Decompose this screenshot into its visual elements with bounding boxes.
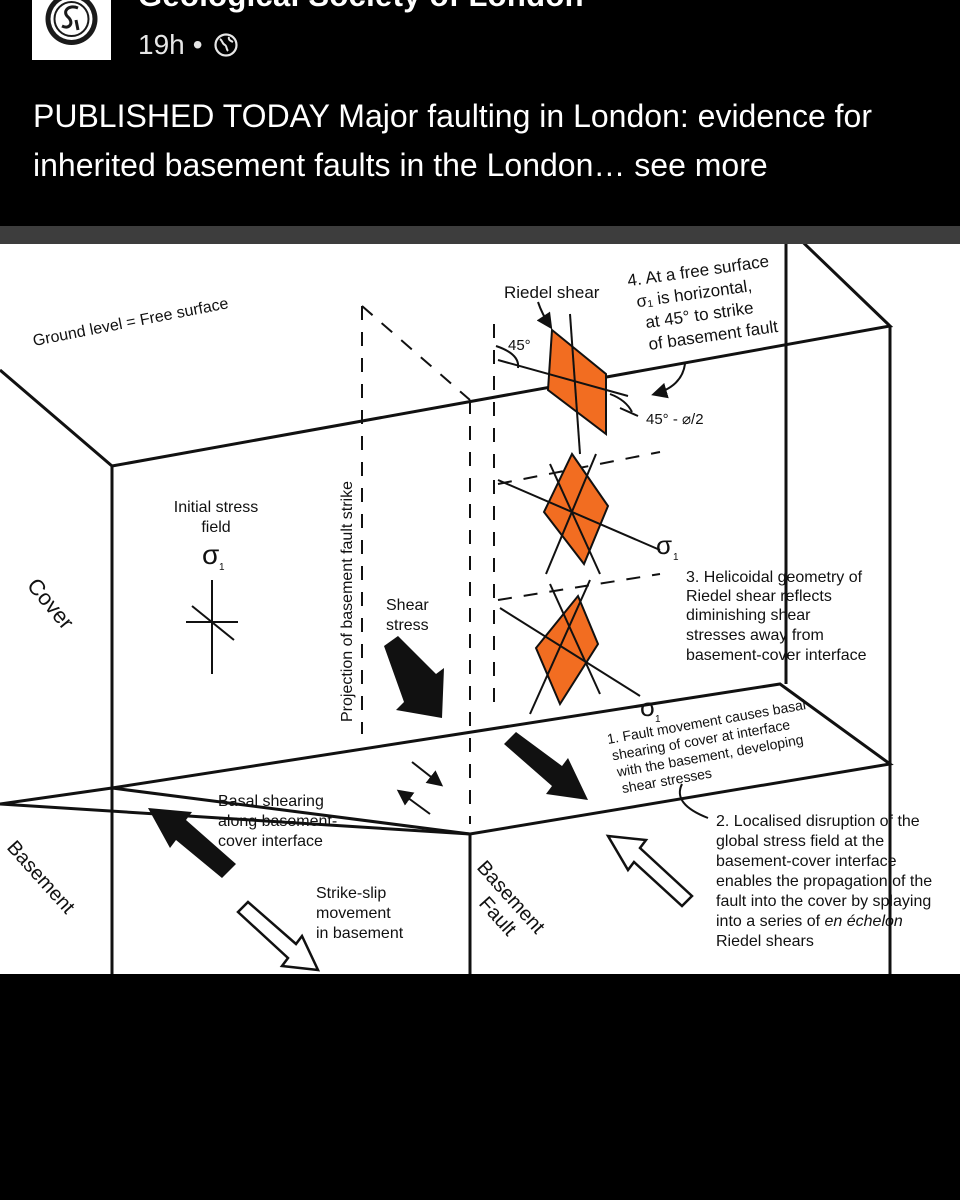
image-top-band (0, 226, 960, 244)
svg-text:along basement-: along basement- (218, 813, 337, 830)
hollow-arrows (236, 834, 694, 972)
avatar[interactable] (32, 0, 111, 60)
svg-text:Strike-slip: Strike-slip (316, 885, 386, 902)
black-arrows (148, 636, 588, 878)
svg-text:in basement: in basement (316, 925, 404, 942)
projection-label: Projection of basement fault strike (339, 481, 356, 722)
meta-separator: • (192, 29, 203, 60)
svg-text:Riedel shears: Riedel shears (716, 933, 814, 950)
riedel-shears (534, 328, 610, 707)
riedel-shear-middle (542, 452, 610, 566)
svg-text:2. Localised disruption of the: 2. Localised disruption of the (716, 813, 920, 830)
sigma-middle: σ (656, 530, 672, 560)
shear-stress-label-1: Shear (386, 597, 429, 614)
sigma-middle-sub: 1 (673, 552, 679, 563)
globe-icon (213, 32, 239, 58)
shear-stress-label-2: stress (386, 617, 429, 634)
svg-text:3. Helicoidal geometry of: 3. Helicoidal geometry of (686, 569, 863, 586)
cover-label: Cover (22, 573, 79, 634)
svg-text:basement-cover interface: basement-cover interface (716, 853, 897, 870)
post-body: PUBLISHED TODAY Major faulting in London… (33, 98, 872, 183)
sigma-bottom-sub: 1 (655, 714, 661, 725)
post-time[interactable]: 19h (138, 29, 185, 60)
initial-stress-label-1: Initial stress (174, 499, 258, 516)
svg-text:movement: movement (316, 905, 391, 922)
block-outline (0, 244, 894, 974)
strike-slip-arrow (236, 900, 321, 972)
svg-text:stresses away from: stresses away from (686, 627, 824, 644)
note-2: 2. Localised disruption of the global st… (716, 813, 932, 950)
note-3: 3. Helicoidal geometry of Riedel shear r… (686, 569, 867, 664)
post-meta: 19h • (138, 29, 239, 61)
note-4: 4. At a free surface σ₁ is horizontal, a… (626, 252, 779, 354)
sigma-initial: σ (202, 539, 219, 570)
page-name[interactable]: Geological Society of London (138, 0, 584, 14)
strike-slip-label: Strike-slip movement in basement (316, 885, 404, 942)
shear-stress-arrow (384, 636, 444, 718)
basement-label: Basement (2, 837, 79, 919)
sigma-initial-sub: 1 (219, 562, 225, 573)
svg-text:basement-cover interface: basement-cover interface (686, 647, 867, 664)
see-more-link[interactable]: see more (634, 147, 768, 183)
basal-shearing-label: Basal shearing along basement- cover int… (218, 793, 337, 850)
svg-text:cover interface: cover interface (218, 833, 323, 850)
svg-text:diminishing shear: diminishing shear (686, 607, 811, 624)
ground-level-label: Ground level = Free surface (32, 295, 230, 350)
svg-text:into a series of en échelon: into a series of en échelon (716, 913, 903, 930)
post-text: PUBLISHED TODAY Major faulting in London… (33, 92, 933, 190)
angle-45-label: 45° (508, 337, 531, 354)
initial-stress-cross (186, 580, 238, 674)
svg-text:enables the propagation of the: enables the propagation of the (716, 873, 932, 890)
post-header: Geological Society of London 19h • (0, 0, 960, 90)
svg-text:Basal shearing: Basal shearing (218, 793, 324, 810)
riedel-shear-label: Riedel shear (504, 283, 600, 302)
basal-shearing-arrow (148, 808, 236, 878)
angle-phi-label: 45° - ⌀/2 (646, 411, 704, 428)
post-image[interactable]: Ground level = Free surface Riedel shear… (0, 244, 960, 974)
svg-text:global stress field at the: global stress field at the (716, 833, 884, 850)
svg-text:fault into the cover by splayi: fault into the cover by splaying (716, 893, 931, 910)
svg-text:Riedel shear reflects: Riedel shear reflects (686, 588, 832, 605)
initial-stress-label-2: field (201, 519, 230, 536)
sigma-bottom: σ (640, 692, 656, 722)
geological-society-logo-icon (45, 0, 98, 45)
fault-block-diagram: Ground level = Free surface Riedel shear… (0, 244, 932, 974)
fault-movement-arrow (504, 732, 588, 800)
dashed-projection-lines (361, 305, 661, 824)
basement-fault-arrow (605, 834, 694, 908)
